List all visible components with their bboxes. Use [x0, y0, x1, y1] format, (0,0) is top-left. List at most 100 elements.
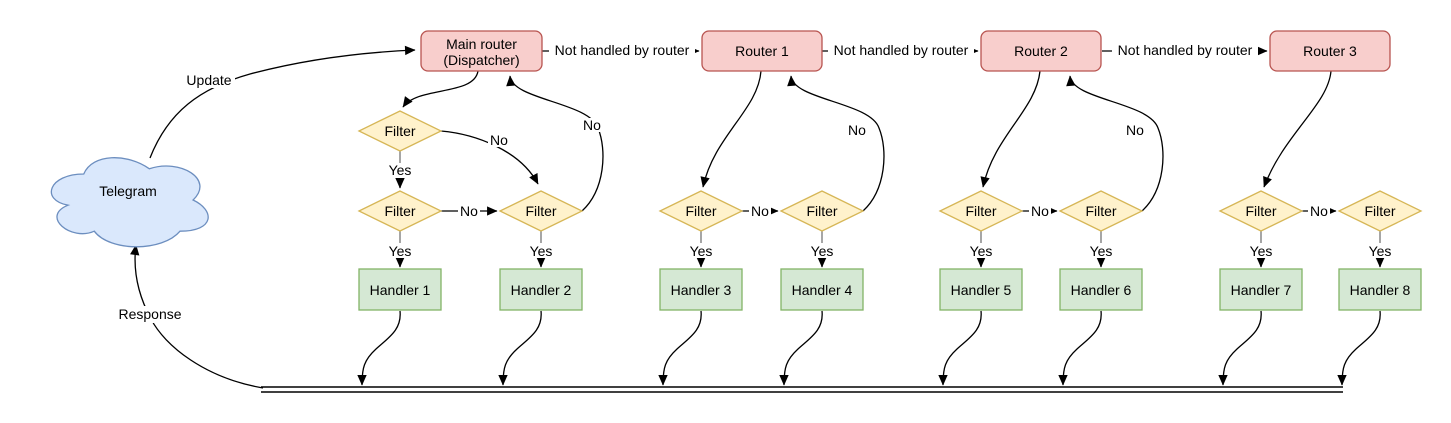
edge-filter6-no-loop: [1066, 75, 1164, 212]
label-bg: [114, 306, 186, 323]
label-bg: [488, 133, 510, 147]
edge-handler1-to-bus: [357, 310, 401, 386]
filter-label: Filter: [384, 203, 415, 219]
edge-labels: Update Response Not handled by router No…: [114, 42, 1395, 323]
label-bg: [749, 204, 771, 218]
no-label: No: [1310, 203, 1328, 219]
yes-label: Yes: [1090, 243, 1113, 259]
filter-diamond: [658, 190, 744, 232]
filter-label: Filter: [525, 203, 556, 219]
yes-label: Yes: [389, 243, 412, 259]
nodes: Telegram Main router (Dispatcher) Router…: [50, 30, 1423, 311]
no-label: No: [848, 122, 866, 138]
handler1-label: Handler 1: [370, 282, 431, 298]
label-bg: [183, 72, 235, 88]
update-label: Update: [186, 72, 231, 88]
no-label: No: [1031, 203, 1049, 219]
router1-box: [701, 30, 823, 72]
handler5-box: [939, 268, 1023, 311]
not-handled-label: Not handled by router: [834, 42, 969, 58]
edge-filter4-no-loop: [787, 75, 885, 212]
handler7-label: Handler 7: [1231, 282, 1292, 298]
no-label: No: [460, 203, 478, 219]
label-bg: [1112, 44, 1258, 58]
label-bg: [1124, 123, 1146, 137]
response-label: Response: [118, 306, 181, 322]
router2-box: [980, 30, 1102, 72]
label-bg: [581, 118, 603, 132]
not-handled-label: Not handled by router: [555, 42, 690, 58]
label-bg: [1086, 244, 1116, 258]
router1-label: Router 1: [735, 43, 789, 59]
router3-box: [1269, 30, 1391, 72]
handler4-label: Handler 4: [792, 282, 853, 298]
label-bg: [1308, 204, 1330, 218]
handler6-label: Handler 6: [1071, 282, 1132, 298]
filter-diamond: [1218, 190, 1304, 232]
filter-label: Filter: [384, 123, 415, 139]
yes-label: Yes: [970, 243, 993, 259]
handler3-label: Handler 3: [671, 282, 732, 298]
label-bg: [549, 44, 695, 58]
main-router-label-line2: (Dispatcher): [443, 52, 519, 68]
telegram-label: Telegram: [99, 183, 157, 199]
edge-handler4-to-bus: [779, 310, 823, 386]
filter-label: Filter: [806, 203, 837, 219]
router3-label: Router 3: [1303, 43, 1357, 59]
edges: [130, 45, 1385, 393]
filter-diamond: [938, 190, 1024, 232]
no-label: No: [583, 117, 601, 133]
yes-label: Yes: [690, 243, 713, 259]
handler8-box: [1338, 268, 1422, 311]
handler8-label: Handler 8: [1350, 282, 1411, 298]
not-handled-label: Not handled by router: [1118, 42, 1253, 58]
handler2-label: Handler 2: [511, 282, 572, 298]
edge-filter2-no-loop: [506, 75, 604, 212]
main-router-box: [420, 30, 543, 72]
edge-handler7-to-bus: [1218, 310, 1262, 386]
filter-label: Filter: [685, 203, 716, 219]
yes-label: Yes: [1250, 243, 1273, 259]
filter-label: Filter: [1085, 203, 1116, 219]
edge-router3-to-filter: [1263, 70, 1332, 188]
edge-router2-to-filter: [980, 70, 1041, 188]
label-bg: [1246, 244, 1276, 258]
edge-router1-to-filter: [700, 70, 762, 188]
edge-handler2-to-bus: [498, 310, 542, 386]
yes-label: Yes: [530, 243, 553, 259]
label-bg: [385, 163, 415, 177]
edge-handler8-to-bus: [1337, 310, 1381, 386]
label-bg: [807, 244, 837, 258]
label-bg: [686, 244, 716, 258]
label-bg: [846, 123, 868, 137]
edge-main-to-filter0: [402, 70, 479, 108]
filter-label: Filter: [1245, 203, 1276, 219]
label-bg: [828, 44, 974, 58]
no-label: No: [490, 132, 508, 148]
edge-handler3-to-bus: [658, 310, 702, 386]
label-bg: [385, 244, 415, 258]
filter-label: Filter: [965, 203, 996, 219]
label-bg: [1365, 244, 1395, 258]
edge-handler5-to-bus: [938, 310, 982, 386]
telegram-cloud: [50, 157, 209, 248]
yes-label: Yes: [1369, 243, 1392, 259]
filter-diamond: [498, 190, 584, 232]
label-bg: [526, 244, 556, 258]
handler2-box: [499, 268, 583, 311]
filter-diamond: [779, 190, 865, 232]
handler5-label: Handler 5: [951, 282, 1012, 298]
filter-diamond: [357, 190, 443, 232]
no-label: No: [1126, 122, 1144, 138]
label-bg: [966, 244, 996, 258]
filter-label: Filter: [1364, 203, 1395, 219]
yes-label: Yes: [389, 162, 412, 178]
no-label: No: [751, 203, 769, 219]
edge-handler6-to-bus: [1058, 310, 1102, 386]
router2-label: Router 2: [1014, 43, 1068, 59]
handler3-box: [659, 268, 743, 311]
label-bg: [458, 204, 480, 218]
handler7-box: [1219, 268, 1303, 311]
label-bg: [1029, 204, 1051, 218]
handler6-box: [1059, 268, 1143, 311]
